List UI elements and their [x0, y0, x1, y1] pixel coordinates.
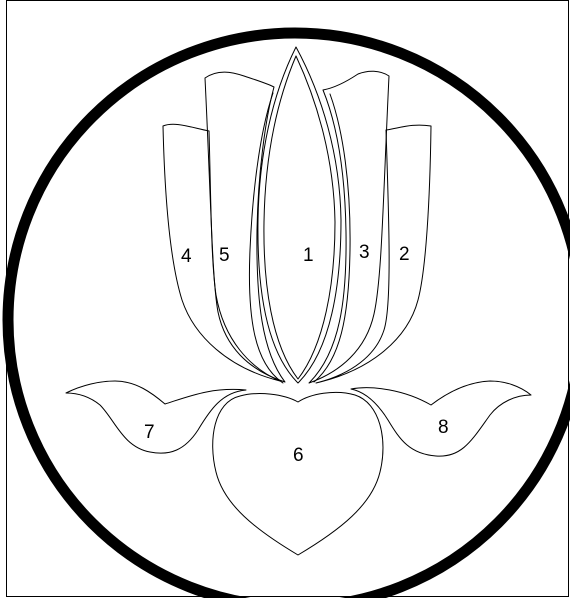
label-4: 4: [181, 246, 192, 267]
petal-5-outline: [205, 72, 285, 382]
label-8: 8: [438, 417, 449, 438]
petal-1-outline: [258, 47, 341, 383]
label-1: 1: [303, 245, 314, 266]
petal-3-inner-line: [314, 94, 350, 382]
petal-1-inner-line: [264, 56, 335, 379]
petal-3-outline: [309, 71, 389, 383]
label-3: 3: [359, 242, 370, 263]
label-6: 6: [293, 445, 304, 466]
label-7: 7: [144, 422, 155, 443]
label-2: 2: [399, 244, 410, 265]
base-6-outline: [213, 392, 383, 555]
page-border: [7, 1, 569, 597]
leaf-7-outline: [66, 381, 246, 453]
outer-ring: [8, 33, 570, 598]
label-5: 5: [219, 245, 230, 266]
